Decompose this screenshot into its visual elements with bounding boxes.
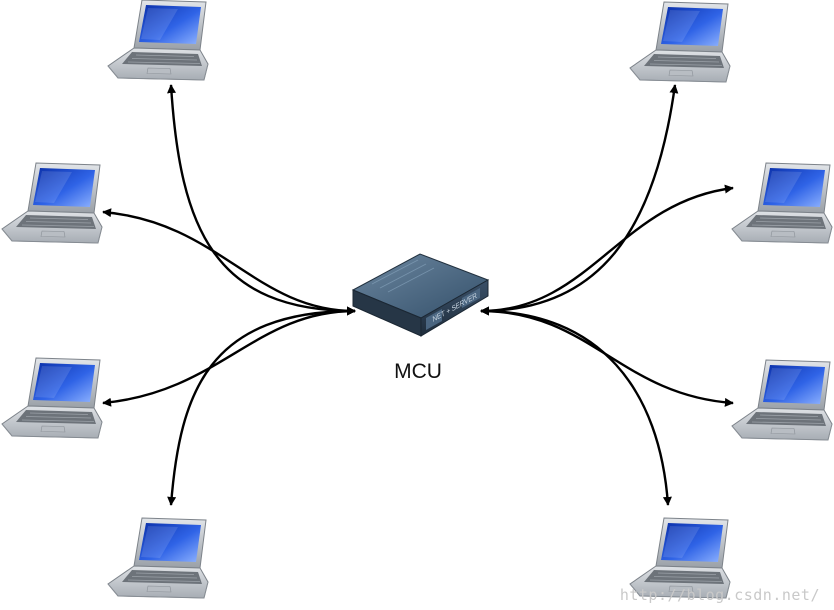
- laptop-icon: [731, 359, 833, 441]
- edge-mcu-upper-right: [480, 184, 734, 316]
- laptop-upper-left: [1, 162, 103, 244]
- laptop-icon: [629, 1, 731, 83]
- edge-mcu-bottom-left: [167, 306, 356, 506]
- laptop-upper-right: [731, 162, 833, 244]
- laptop-top-left: [107, 0, 209, 81]
- laptop-lower-right: [731, 359, 833, 441]
- laptop-icon: [1, 357, 103, 439]
- laptop-bottom-left: [107, 517, 209, 599]
- watermark-text: http://blog.csdn.net/: [619, 586, 820, 604]
- laptop-icon: [107, 517, 209, 599]
- laptop-icon: [731, 162, 833, 244]
- laptop-icon: [1, 162, 103, 244]
- edge-mcu-top-left: [167, 84, 356, 316]
- edge-mcu-upper-left: [102, 208, 356, 316]
- laptop-top-right: [629, 1, 731, 83]
- mcu-label: MCU: [394, 360, 442, 383]
- edge-mcu-bottom-right: [480, 306, 672, 506]
- mcu-server-icon: NET + SERVER: [351, 253, 490, 337]
- laptop-icon: [107, 0, 209, 81]
- laptop-lower-left: [1, 357, 103, 439]
- edge-mcu-lower-left: [102, 306, 356, 407]
